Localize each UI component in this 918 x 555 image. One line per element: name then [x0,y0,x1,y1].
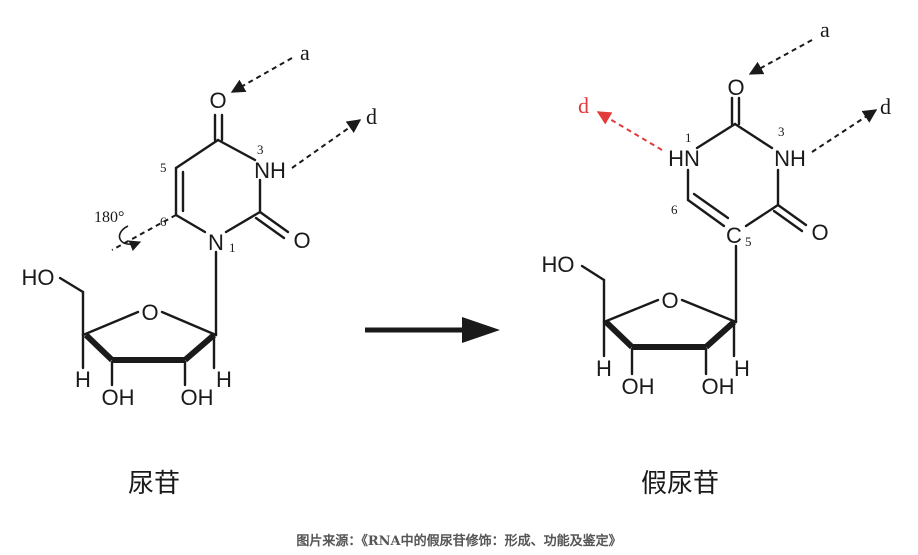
pseudo-atom-oring: O [661,288,678,313]
pseudouridine-name: 假尿苷 [641,469,719,499]
pseudo-num-3: 3 [778,124,785,139]
pseudo-num-1: 1 [685,130,692,145]
pseudo-bond-c6-c5 [686,198,726,228]
uridine-label-d: d [366,104,377,129]
uridine-bond-c2-o2-double [254,216,286,240]
pseudo-num-5: 5 [745,234,752,249]
uridine-name: 尿苷 [128,469,180,499]
pseudo-atom-h1: H [734,356,750,381]
pseudo-bond-c4-o4 [776,203,808,227]
uridine-atom-n3: NH [254,158,286,183]
uridine-sugar-c4-c3 [83,332,115,363]
uridine-num-6: 6 [160,214,167,229]
uridine-bond-c2-o2 [258,210,290,234]
pseudo-atom-n1: HN [668,146,700,171]
uridine-atom-oring: O [141,300,158,325]
pseudo-sugar-o-c1 [680,298,738,324]
pseudo-atom-o4: O [811,220,828,245]
uridine-bond-c5prime-o [58,276,85,294]
pseudo-label-d-left: d [578,93,589,118]
pseudo-atom-c5: C [726,223,742,248]
uridine-atom-n1: N [208,230,224,255]
pseudo-label-a: a [820,17,830,42]
conversion-arrow-head [462,317,500,343]
pseudo-sugar-c4-o [602,298,660,324]
pseudo-atom-h4: H [596,356,612,381]
uridine-sugar-o-c1 [160,310,218,337]
uridine-atom-oh2: OH [181,385,214,410]
uridine-label-a: a [300,40,310,65]
uridine-bond-c4-n3 [216,138,257,162]
uridine-num-5: 5 [160,160,167,175]
uridine-sugar-c2-c1 [183,332,216,363]
pseudo-bond-c6-c5-double [692,192,730,220]
uridine-arrow-a [230,57,293,93]
pseudo-sugar-c4-c3 [603,319,635,350]
pseudo-atom-n3: NH [774,146,806,171]
uridine-rotation-arrow [118,225,142,251]
pseudo-arrow-d-right [811,109,878,153]
uridine-structure: O NH O N HO O H H OH OH 3 5 6 1 180° a d [22,40,378,410]
source-caption: 图片来源：《RNA中的假尿苷修饰：形成、功能及鉴定》 [296,533,621,549]
uridine-bond-n1-c6 [174,213,207,234]
uridine-sugar-c4-o [81,310,140,337]
uridine-rotation-axis [111,214,177,251]
pseudo-bond-c4-o4-double [772,209,804,233]
pseudo-atom-ho5: HO [542,252,575,277]
pseudo-sugar-c2-c1 [704,319,736,350]
pseudo-arrow-d-left [596,111,663,151]
uridine-atom-oh3: OH [102,385,135,410]
uridine-num-3: 3 [257,142,264,157]
pseudo-atom-o2: O [727,75,744,100]
uridine-rotation-label: 180° [94,209,124,226]
uridine-atom-h1: H [216,367,232,392]
uridine-arrow-d [291,119,362,169]
uridine-atom-o2: O [293,228,310,253]
uridine-bond-c2-n1 [224,210,262,234]
pseudo-bond-c5-c4 [744,203,780,228]
pseudo-bond-c2-n3 [733,122,774,150]
uridine-bond-c5-c4 [174,138,220,170]
pseudo-bond-c2-n1 [695,122,737,150]
pseudo-label-d-right: d [880,94,891,119]
uridine-atom-h4: H [75,367,91,392]
pseudo-atom-oh2: OH [702,374,735,399]
pseudo-bond-c5prime-o [580,264,606,282]
pseudo-arrow-a [748,39,813,75]
uridine-atom-ho5: HO [22,265,55,290]
pseudo-num-6: 6 [671,202,678,217]
pseudo-atom-oh3: OH [622,374,655,399]
pseudouridine-structure: O HN NH C O HO O H H OH OH 1 3 6 5 a d d [542,17,892,399]
uridine-num-1: 1 [229,240,236,255]
uridine-atom-o4: O [209,88,226,113]
